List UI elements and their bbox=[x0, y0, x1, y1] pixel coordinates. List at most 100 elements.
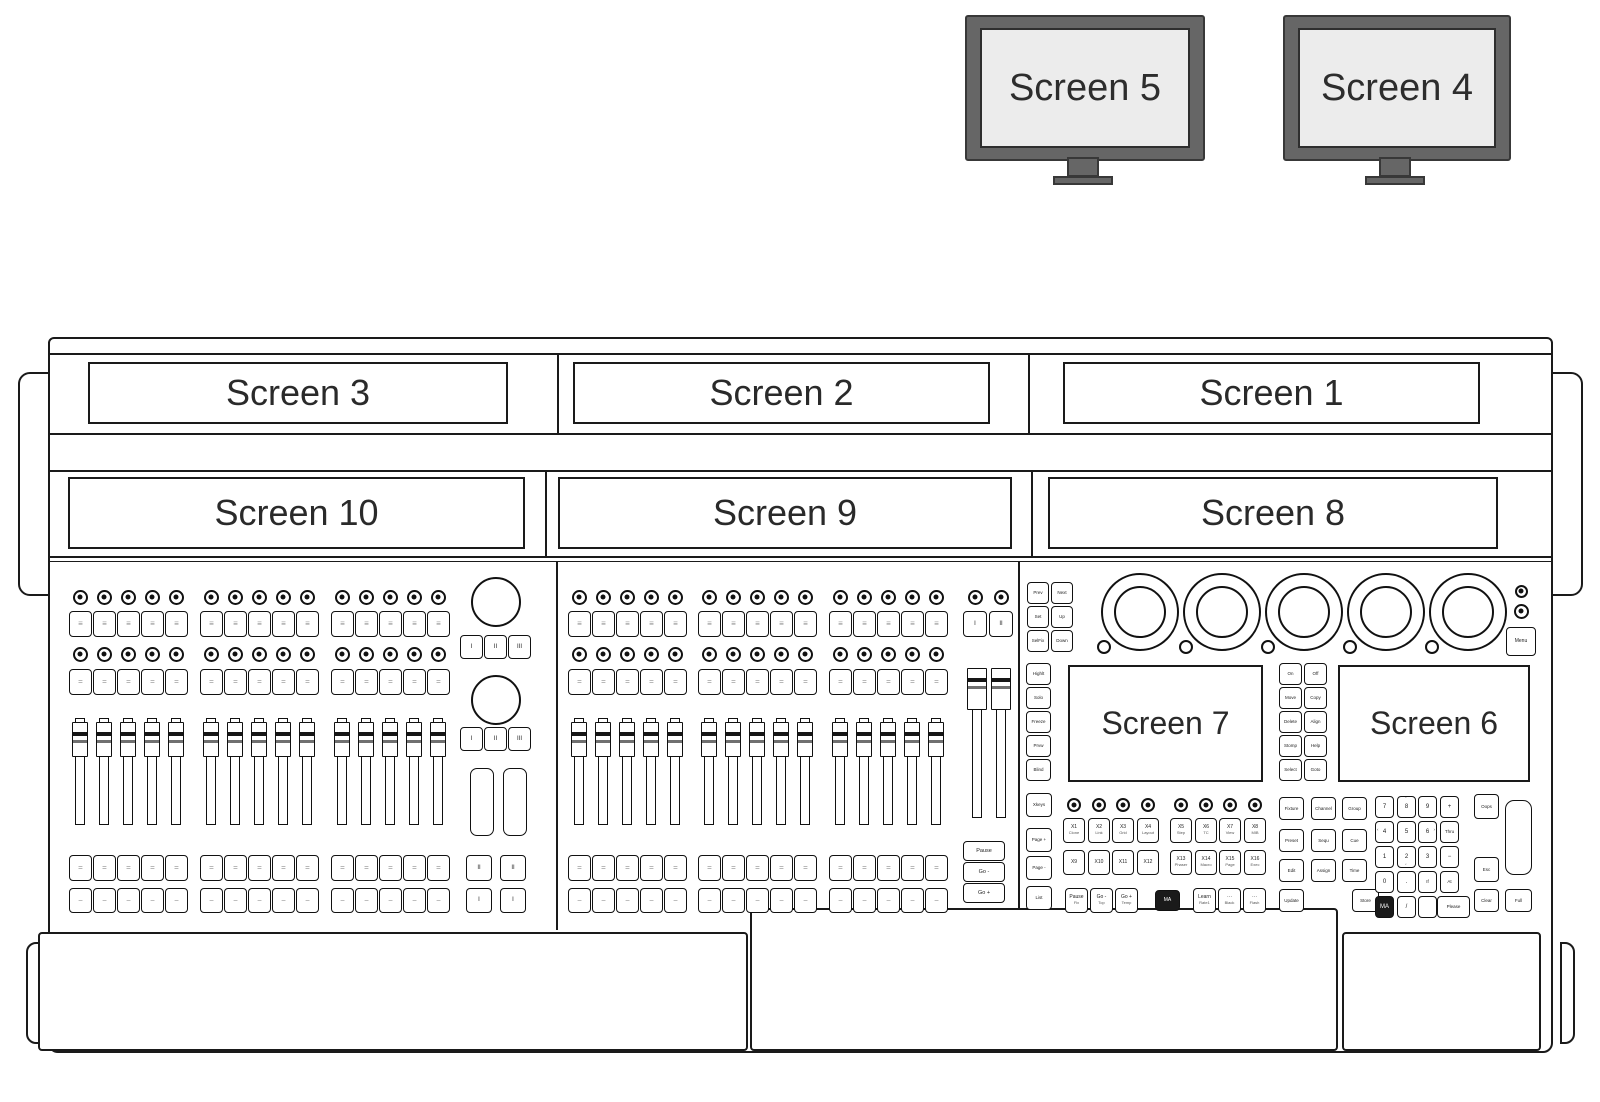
exec-knob-top-s2-g2-4[interactable] bbox=[773, 589, 789, 605]
fn-key-freeze[interactable]: Freeze bbox=[1026, 711, 1051, 733]
exec-fader-s2-g3-4-track[interactable] bbox=[907, 718, 917, 825]
fn-key-solo[interactable]: Solo bbox=[1026, 687, 1051, 709]
exec-key-top-s1-g2-2[interactable]: ≡ bbox=[224, 611, 247, 637]
exec-knob-mid-s2-g1-2[interactable] bbox=[595, 646, 611, 662]
exec-knob-top-s2-g1-4[interactable] bbox=[643, 589, 659, 605]
exec-key-low-s1-g1-3[interactable]: = bbox=[117, 855, 140, 881]
exec-fader-s1-g3-4-track[interactable] bbox=[409, 718, 419, 825]
exec-fader-s1-g1-1-cap[interactable] bbox=[72, 722, 88, 757]
exec-key-top-s2-g1-4[interactable]: ≡ bbox=[640, 611, 663, 637]
exec-key-top-s2-g3-5[interactable]: ≡ bbox=[925, 611, 948, 637]
oops-key[interactable]: Oops bbox=[1474, 794, 1499, 819]
numpad-key-6[interactable]: 6› bbox=[1418, 821, 1437, 843]
master-fader-b-cap[interactable] bbox=[991, 668, 1011, 710]
exec-knob-mid-s1-g1-3[interactable] bbox=[120, 646, 136, 662]
left-encoder-2[interactable] bbox=[471, 675, 521, 725]
exec-fader-s2-g2-5-track[interactable] bbox=[800, 718, 810, 825]
exec-key-mid-s1-g1-3[interactable]: = bbox=[117, 669, 140, 695]
exec-key-top-s1-g2-3[interactable]: ≡ bbox=[248, 611, 271, 637]
encoder-wheel-2-inner[interactable] bbox=[1196, 586, 1248, 638]
cmd-key-assign[interactable]: Assign bbox=[1311, 859, 1336, 882]
exec-fader-s2-g2-3-track[interactable] bbox=[752, 718, 762, 825]
exec-key-low-s2-g3-2[interactable]: = bbox=[853, 855, 876, 881]
fn-key-move[interactable]: Move bbox=[1279, 687, 1302, 709]
exec-knob-top-s1-g1-2[interactable] bbox=[96, 589, 112, 605]
exec-knob-mid-s2-g2-1[interactable] bbox=[701, 646, 717, 662]
left-page-key-2-I[interactable]: I bbox=[460, 727, 483, 751]
exec-knob-top-s1-g3-1[interactable] bbox=[334, 589, 350, 605]
exec-key-low-s2-g1-2[interactable]: = bbox=[592, 855, 615, 881]
exec-key-mid-s2-g2-2[interactable]: = bbox=[722, 669, 745, 695]
exec-knob-mid-s2-g1-1[interactable] bbox=[571, 646, 587, 662]
exec-key-top-s2-g2-5[interactable]: ≡ bbox=[794, 611, 817, 637]
master-go-key[interactable]: Go + bbox=[963, 883, 1005, 903]
exec-key-low-s1-g2-1[interactable]: = bbox=[200, 855, 223, 881]
exec-knob-top-s2-g1-2[interactable] bbox=[595, 589, 611, 605]
exec-fader-s2-g1-1-cap[interactable] bbox=[571, 722, 587, 757]
exec-fader-s2-g1-3-cap[interactable] bbox=[619, 722, 635, 757]
nav-key-next[interactable]: Next bbox=[1051, 582, 1073, 604]
exec-key-bottom-s1-g1-3[interactable]: − bbox=[117, 888, 140, 913]
exec-fader-s1-g3-2-cap[interactable] bbox=[358, 722, 374, 757]
left-page-key-1-II[interactable]: II bbox=[484, 635, 507, 659]
exec-key-low-s1-g3-1[interactable]: = bbox=[331, 855, 354, 881]
exec-knob-mid-s1-g2-4[interactable] bbox=[275, 646, 291, 662]
special-black-key[interactable]: ···Black bbox=[1218, 888, 1241, 913]
exec-key-top-s2-g3-3[interactable]: ≡ bbox=[877, 611, 900, 637]
clear-key[interactable]: Clear bbox=[1474, 889, 1499, 912]
exec-fader-s1-g1-1-track[interactable] bbox=[75, 718, 85, 825]
xkey-x11[interactable]: X11 bbox=[1112, 850, 1134, 875]
exec-key-mid-s1-g3-5[interactable]: = bbox=[427, 669, 450, 695]
exec-key-bottom-s1-g3-3[interactable]: − bbox=[379, 888, 402, 913]
exec-key-top-s2-g3-2[interactable]: ≡ bbox=[853, 611, 876, 637]
exec-key-top-s2-g2-2[interactable]: ≡ bbox=[722, 611, 745, 637]
exec-key-top-s1-g2-4[interactable]: ≡ bbox=[272, 611, 295, 637]
exec-key-mid-s2-g2-3[interactable]: = bbox=[746, 669, 769, 695]
exec-key-low-s2-g1-3[interactable]: = bbox=[616, 855, 639, 881]
exec-key-top-s2-g1-3[interactable]: ≡ bbox=[616, 611, 639, 637]
exec-fader-s2-g3-4-cap[interactable] bbox=[904, 722, 920, 757]
exec-key-top-s1-g1-5[interactable]: ≡ bbox=[165, 611, 188, 637]
xkey-x10[interactable]: X10 bbox=[1088, 850, 1110, 875]
left-pair-upper-1[interactable]: II bbox=[466, 855, 492, 881]
exec-key-mid-s2-g1-1[interactable]: = bbox=[568, 669, 591, 695]
nav-key-set[interactable]: Set bbox=[1027, 606, 1049, 628]
exec-key-low-s1-g1-2[interactable]: = bbox=[93, 855, 116, 881]
left-page-key-2-III[interactable]: III bbox=[508, 727, 531, 751]
encoder-wheel-4-inner[interactable] bbox=[1360, 586, 1412, 638]
exec-key-low-s2-g2-1[interactable]: = bbox=[698, 855, 721, 881]
numpad-key-0[interactable]: 0 bbox=[1375, 871, 1394, 893]
exec-knob-mid-s1-g3-5[interactable] bbox=[430, 646, 446, 662]
xkey-knob-2[interactable] bbox=[1092, 798, 1106, 812]
exec-key-top-s2-g2-3[interactable]: ≡ bbox=[746, 611, 769, 637]
exec-key-low-s1-g3-3[interactable]: = bbox=[379, 855, 402, 881]
xkeys-col-xkeys-key[interactable]: Xkeys bbox=[1026, 793, 1052, 817]
exec-key-low-s1-g1-1[interactable]: = bbox=[69, 855, 92, 881]
fn-key-align[interactable]: Align bbox=[1304, 711, 1327, 733]
exec-key-low-s1-g2-4[interactable]: = bbox=[272, 855, 295, 881]
grandmaster-knob-2[interactable] bbox=[1513, 603, 1529, 619]
exec-knob-mid-s1-g1-5[interactable] bbox=[168, 646, 184, 662]
nav-key-selfix[interactable]: SelFix bbox=[1027, 630, 1049, 652]
exec-fader-s2-g1-2-cap[interactable] bbox=[595, 722, 611, 757]
exec-knob-mid-s2-g1-4[interactable] bbox=[643, 646, 659, 662]
exec-knob-top-s1-g2-3[interactable] bbox=[251, 589, 267, 605]
exec-key-bottom-s2-g3-2[interactable]: − bbox=[853, 888, 876, 913]
exec-knob-top-s1-g1-5[interactable] bbox=[168, 589, 184, 605]
grandmaster-knob-1[interactable] bbox=[1514, 584, 1528, 598]
exec-knob-top-s2-g3-5[interactable] bbox=[928, 589, 944, 605]
exec-key-bottom-s1-g2-3[interactable]: − bbox=[248, 888, 271, 913]
exec-fader-s2-g2-1-track[interactable] bbox=[704, 718, 714, 825]
exec-fader-s2-g2-2-cap[interactable] bbox=[725, 722, 741, 757]
exec-knob-top-s2-g2-1[interactable] bbox=[701, 589, 717, 605]
exec-key-bottom-s1-g3-4[interactable]: − bbox=[403, 888, 426, 913]
exec-key-mid-s1-g3-4[interactable]: = bbox=[403, 669, 426, 695]
master-key-I[interactable]: I bbox=[963, 611, 987, 637]
exec-knob-top-s2-g2-2[interactable] bbox=[725, 589, 741, 605]
exec-key-mid-s1-g1-5[interactable]: = bbox=[165, 669, 188, 695]
